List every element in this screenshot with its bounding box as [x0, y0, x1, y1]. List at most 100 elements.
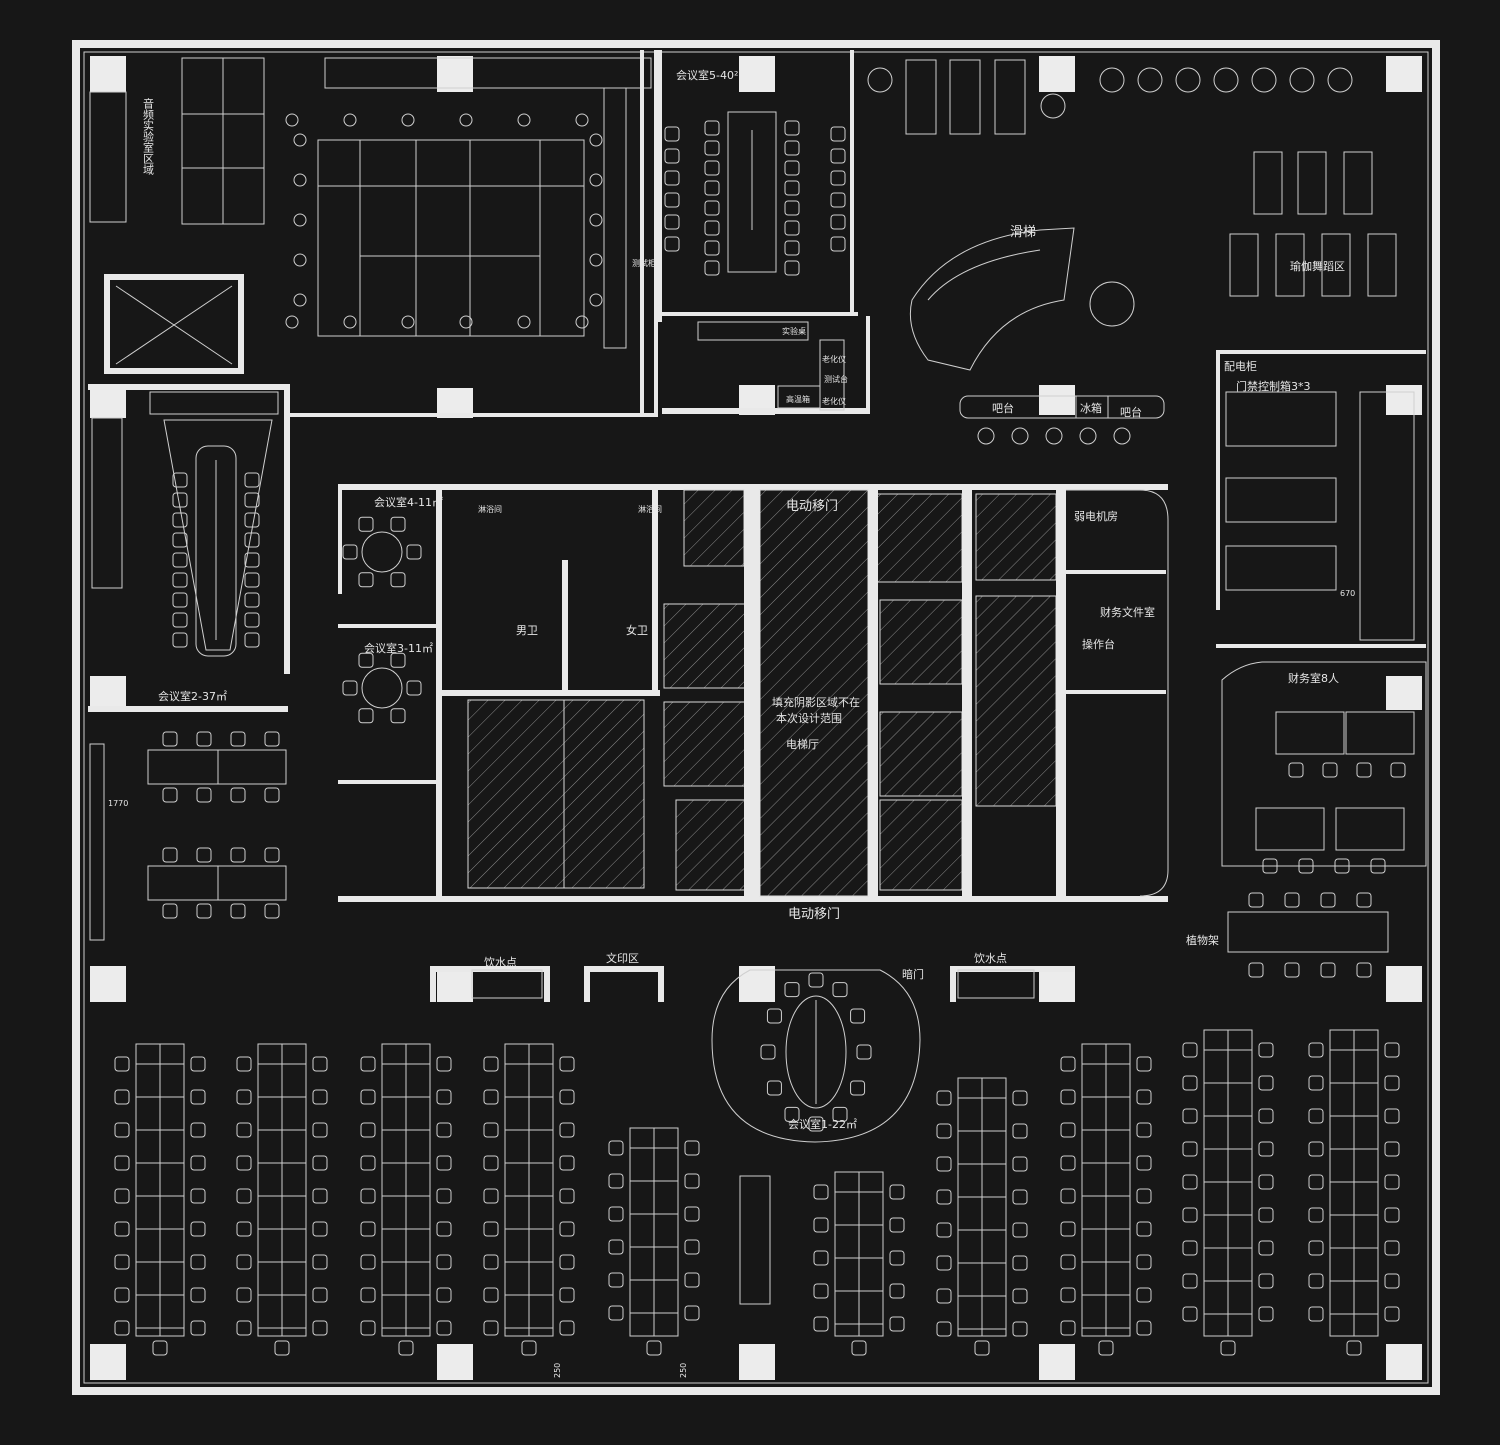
chair	[358, 516, 374, 532]
access-control-room	[1216, 350, 1426, 648]
chair	[172, 632, 188, 648]
label-meeting-2: 会议室2-37㎡	[158, 689, 227, 703]
chair	[1384, 1075, 1400, 1091]
chair	[190, 1287, 206, 1303]
stool	[293, 173, 307, 187]
chair	[244, 612, 260, 628]
chair	[1136, 1188, 1152, 1204]
label-finance-8: 财务室8人	[1288, 671, 1339, 685]
gym-equipment	[1327, 67, 1353, 93]
chair	[1258, 1075, 1274, 1091]
chair	[196, 731, 212, 747]
chair	[114, 1122, 130, 1138]
chair	[664, 126, 680, 142]
chair	[312, 1221, 328, 1237]
gym-equipment	[1175, 67, 1201, 93]
chair	[114, 1155, 130, 1171]
chair	[358, 708, 374, 724]
chair	[190, 1320, 206, 1336]
chair	[832, 982, 848, 998]
label-slide: 滑梯	[1010, 225, 1036, 240]
chair	[1384, 1174, 1400, 1190]
chair	[1060, 1089, 1076, 1105]
chair	[162, 731, 178, 747]
chair	[114, 1056, 130, 1072]
chair	[830, 236, 846, 252]
chair	[1370, 858, 1386, 874]
chair	[436, 1122, 452, 1138]
chair	[704, 160, 720, 176]
chair	[1060, 1287, 1076, 1303]
label-aging-2: 老化仪	[822, 396, 846, 406]
chair	[172, 512, 188, 528]
gym-equipment	[1099, 67, 1125, 93]
chair	[1258, 1108, 1274, 1124]
label-hidden-door: 暗门	[902, 967, 924, 981]
label-meeting-3: 会议室3-11㎡	[364, 641, 433, 655]
chair	[152, 1340, 168, 1356]
chair	[1182, 1174, 1198, 1190]
chair	[236, 1254, 252, 1270]
chair	[172, 572, 188, 588]
chair	[244, 532, 260, 548]
chair	[436, 1320, 452, 1336]
chair	[559, 1155, 575, 1171]
chair	[1288, 762, 1304, 778]
chair	[190, 1089, 206, 1105]
chair	[936, 1090, 952, 1106]
chair	[1334, 858, 1350, 874]
chair	[1012, 1288, 1028, 1304]
gym-equipment	[1251, 67, 1277, 93]
chair	[244, 592, 260, 608]
chair	[559, 1254, 575, 1270]
chair	[114, 1254, 130, 1270]
chair	[784, 180, 800, 196]
chair	[784, 982, 800, 998]
chair	[196, 847, 212, 863]
lab-room	[662, 316, 870, 414]
chair	[559, 1320, 575, 1336]
chair	[889, 1316, 905, 1332]
chair	[936, 1255, 952, 1271]
stool	[293, 253, 307, 267]
chair	[830, 148, 846, 164]
label-test-table: 测试台	[824, 374, 848, 384]
chair	[244, 632, 260, 648]
finance-room	[1221, 661, 1427, 867]
chair	[390, 516, 406, 532]
chair	[236, 1089, 252, 1105]
bar-stool	[1079, 427, 1097, 445]
chair	[398, 1340, 414, 1356]
chair	[483, 1155, 499, 1171]
label-bar-right: 吧台	[1120, 405, 1142, 419]
chair	[664, 170, 680, 186]
chair	[684, 1206, 700, 1222]
chair	[264, 847, 280, 863]
gym-area	[905, 59, 1397, 419]
chair	[784, 1106, 800, 1122]
chair	[704, 120, 720, 136]
label-sliding-door-top: 电动移门	[786, 499, 838, 514]
chair	[830, 170, 846, 186]
chair	[704, 220, 720, 236]
chair	[114, 1221, 130, 1237]
chair	[608, 1305, 624, 1321]
chair	[172, 552, 188, 568]
chair	[190, 1056, 206, 1072]
chair	[1136, 1089, 1152, 1105]
chair	[342, 544, 358, 560]
chair	[312, 1056, 328, 1072]
chair	[1012, 1222, 1028, 1238]
chair	[608, 1206, 624, 1222]
chair	[850, 1008, 866, 1024]
chair	[190, 1155, 206, 1171]
chair	[813, 1316, 829, 1332]
chair	[1136, 1056, 1152, 1072]
label-access-box: 门禁控制箱3*3	[1236, 379, 1311, 393]
stool	[293, 133, 307, 147]
label-sliding-door-bottom: 电动移门	[788, 907, 840, 922]
chair	[1182, 1240, 1198, 1256]
chair	[1136, 1254, 1152, 1270]
chair	[162, 847, 178, 863]
chair	[1308, 1207, 1324, 1223]
